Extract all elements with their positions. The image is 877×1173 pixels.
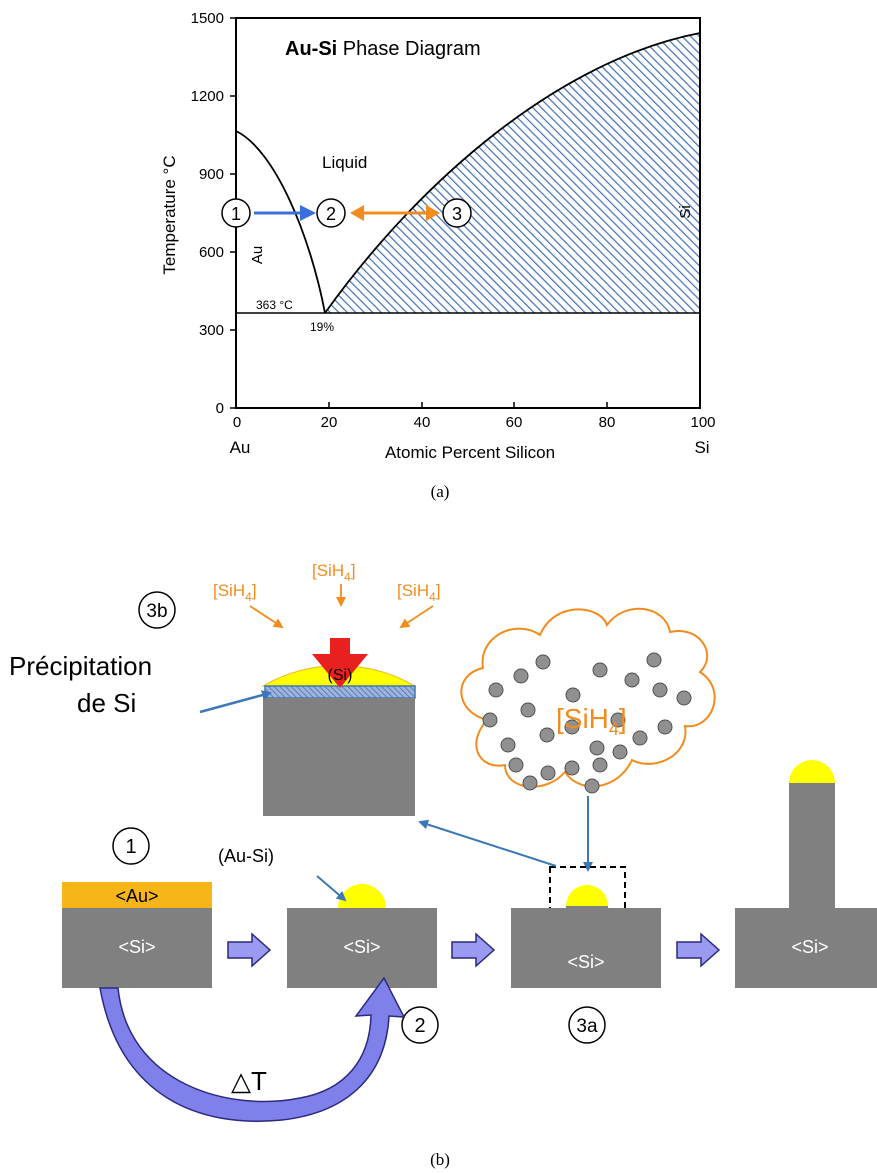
x-tick: 20: [321, 414, 338, 431]
au-side-label: Au: [249, 246, 266, 264]
si-block-final: [735, 908, 877, 988]
eutectic-comp-label: 19%: [310, 320, 334, 334]
si-block-1-label: <Si>: [118, 937, 155, 957]
orange-arrowhead-left: [350, 205, 364, 221]
marker-1-label: 1: [231, 204, 241, 224]
y-tick: 1500: [191, 10, 224, 27]
sih4-molecules: [482, 652, 692, 794]
precip-pointer: [199, 690, 272, 714]
hatched-region: [325, 33, 700, 313]
caption-b: (b): [430, 1150, 450, 1169]
x-tick: 0: [233, 414, 241, 431]
orange-arrowhead-right: [426, 205, 440, 221]
step-3b-label: 3b: [146, 601, 167, 622]
phase-title: Au-Si Phase Diagram: [285, 38, 481, 60]
step-1-circle: [112, 827, 150, 865]
x-tick: 80: [599, 414, 616, 431]
droplet-2: [338, 884, 386, 908]
x-tick: 40: [414, 414, 431, 431]
si-block-3a-label: <Si>: [567, 952, 604, 972]
au-layer-label: <Au>: [115, 886, 158, 906]
y-axis-label: Temperature °C: [160, 155, 179, 274]
red-arrow: [312, 638, 368, 688]
y-tick: 600: [199, 244, 224, 261]
precip-label-line2: de Si: [77, 688, 136, 718]
sih4-right: [SiH4]: [397, 581, 441, 604]
y-tick: 0: [216, 400, 224, 417]
liquidus-si: [324, 32, 701, 314]
eutectic-temp-label: 363 °C: [256, 298, 293, 312]
sih4-left-arrow: [249, 605, 284, 629]
liquid-label: Liquid: [322, 153, 367, 172]
droplet-3a: [566, 885, 608, 906]
caption-a: (a): [431, 482, 450, 501]
process-arrows: [227, 932, 721, 968]
x-tick: 60: [506, 414, 523, 431]
si-pillar-3b: [263, 698, 415, 816]
si-side-label: Si: [677, 205, 694, 218]
sih4-right-arrow: [399, 605, 434, 629]
droplet-final: [789, 760, 835, 783]
phase-diagram: 1500 1200 900 600 300 0 Temperature °C 0…: [160, 10, 716, 501]
step-2-label: 2: [414, 1015, 425, 1037]
delta-t-arrow: [99, 976, 406, 1122]
y-tick: 300: [199, 322, 224, 339]
x-left-name: Au: [230, 438, 251, 457]
sih4-top: [SiH4]: [312, 561, 356, 584]
si-block-final-label: <Si>: [791, 937, 828, 957]
y-axis: [230, 17, 236, 409]
delta-t-label: △T: [231, 1066, 267, 1096]
sih4-left: [SiH4]: [213, 581, 257, 604]
step-1-label: 1: [125, 836, 136, 858]
marker-1-circle: [221, 198, 251, 228]
process-diagram: (Si) [SiH4] [SiH4] [SiH4] 3b Précipitati…: [9, 561, 877, 1169]
au-si-pointer: [316, 875, 347, 902]
step-2-circle: [401, 1006, 439, 1044]
x-right-name: Si: [694, 438, 709, 457]
liquidus-au: [235, 130, 326, 314]
x-axis-label: Atomic Percent Silicon: [385, 443, 555, 462]
marker-2-label: 2: [326, 204, 336, 224]
marker-2-circle: [316, 198, 346, 228]
si-block-1: [62, 908, 212, 988]
blue-arrowhead: [300, 205, 316, 221]
au-layer: [62, 882, 212, 908]
zoom-pointer: [418, 819, 557, 867]
si-block-2: [287, 908, 437, 988]
sih4-cloud-label: [SiH4]: [556, 703, 627, 739]
step-3a-circle: [568, 1006, 606, 1044]
si-drop-label: (Si): [328, 667, 353, 684]
precip-label-line1: Précipitation: [9, 651, 152, 681]
x-tick: 100: [690, 414, 715, 431]
step-3b-circle: [138, 591, 176, 629]
step-3a-label: 3a: [576, 1016, 598, 1037]
au-si-label: (Au-Si): [218, 846, 274, 866]
y-tick: 1200: [191, 88, 224, 105]
pillar-3a-body: [566, 906, 608, 936]
si-block-2-label: <Si>: [343, 937, 380, 957]
y-tick: 900: [199, 166, 224, 183]
nanowire: [789, 783, 835, 913]
marker-3-circle: [442, 198, 472, 228]
marker-3-label: 3: [452, 204, 462, 224]
